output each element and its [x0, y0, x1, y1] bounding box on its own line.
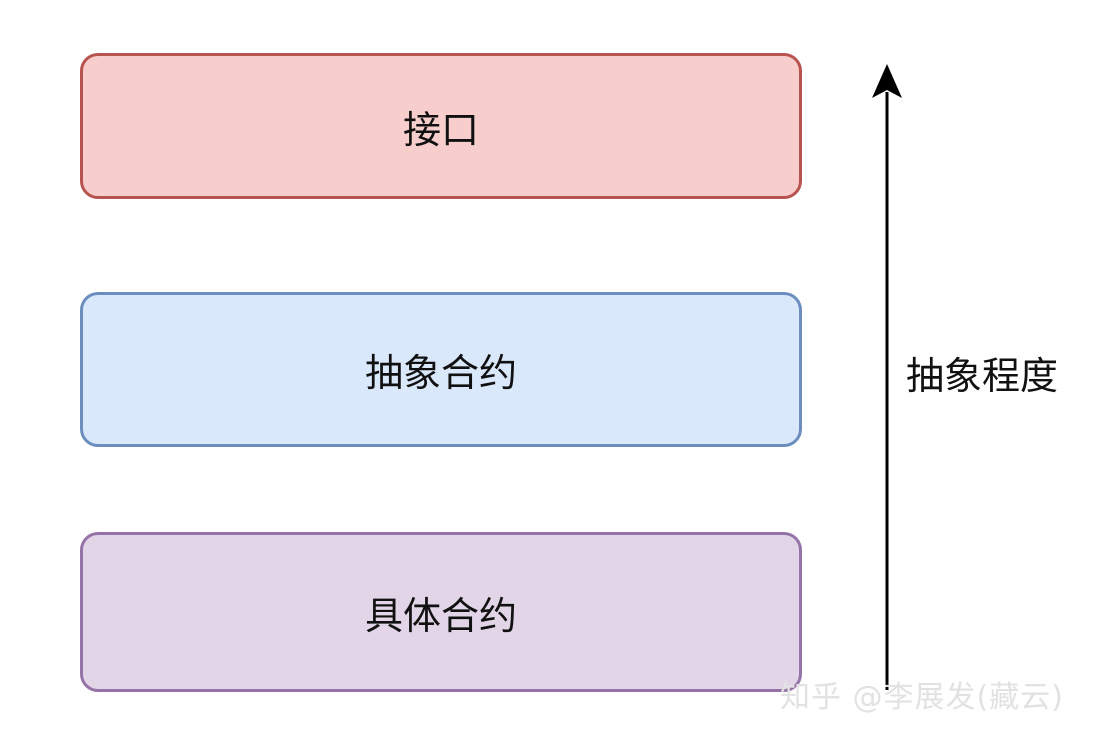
layer-concrete-contract: 具体合约	[80, 532, 802, 692]
axis-label: 抽象程度	[906, 354, 1059, 398]
layer-abstract-contract-label: 抽象合约	[364, 351, 517, 395]
layer-interface: 接口	[80, 53, 802, 199]
layer-abstract-contract: 抽象合约	[80, 292, 802, 447]
layer-interface-label: 接口	[402, 107, 479, 152]
watermark: 知乎 @李展发(藏云)	[780, 680, 1064, 715]
arrowhead-up-icon	[872, 64, 902, 98]
layer-concrete-contract-label: 具体合约	[364, 593, 517, 638]
